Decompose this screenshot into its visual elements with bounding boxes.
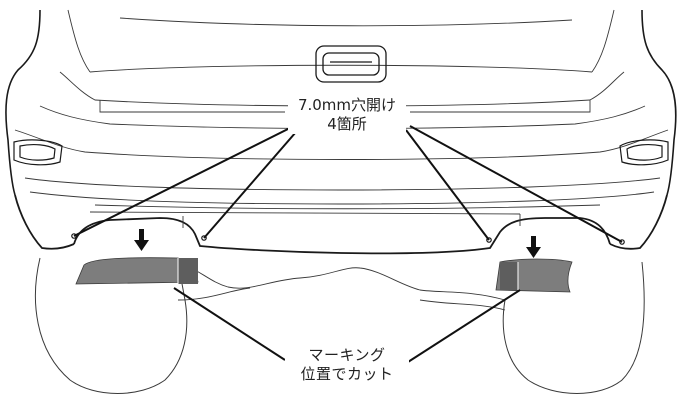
drill-annotation-line1: 7.0mm穴開け — [297, 96, 397, 114]
leader-lines-drill — [73, 125, 623, 243]
cut-area-right — [495, 258, 573, 293]
underbody-lines — [177, 261, 506, 311]
arrow-down-icon — [526, 236, 541, 258]
tailgate-outline — [5, 9, 677, 196]
drill-annotation-label: 7.0mm穴開け 4箇所 — [288, 96, 406, 134]
cut-annotation-label: マーキング 位置でカット — [285, 346, 409, 384]
reflector-left — [13, 139, 63, 166]
tailgate-inner-lines — [14, 9, 669, 205]
bumper-diffuser-lines — [89, 204, 601, 228]
arrow-down-icon — [134, 229, 149, 251]
tire-left — [35, 257, 188, 394]
bumper-outline — [14, 194, 668, 255]
leader-lines-cut — [173, 287, 521, 363]
drill-hole-markers — [71, 233, 625, 245]
reflector-right — [619, 139, 669, 166]
cut-annotation-line1: マーキング — [308, 346, 386, 364]
tailgate-handle — [315, 45, 387, 83]
drill-annotation-line2: 4箇所 — [327, 114, 367, 133]
cut-area-left — [75, 257, 199, 285]
tire-right — [502, 261, 645, 394]
cut-annotation-line2: 位置でカット — [300, 364, 394, 383]
